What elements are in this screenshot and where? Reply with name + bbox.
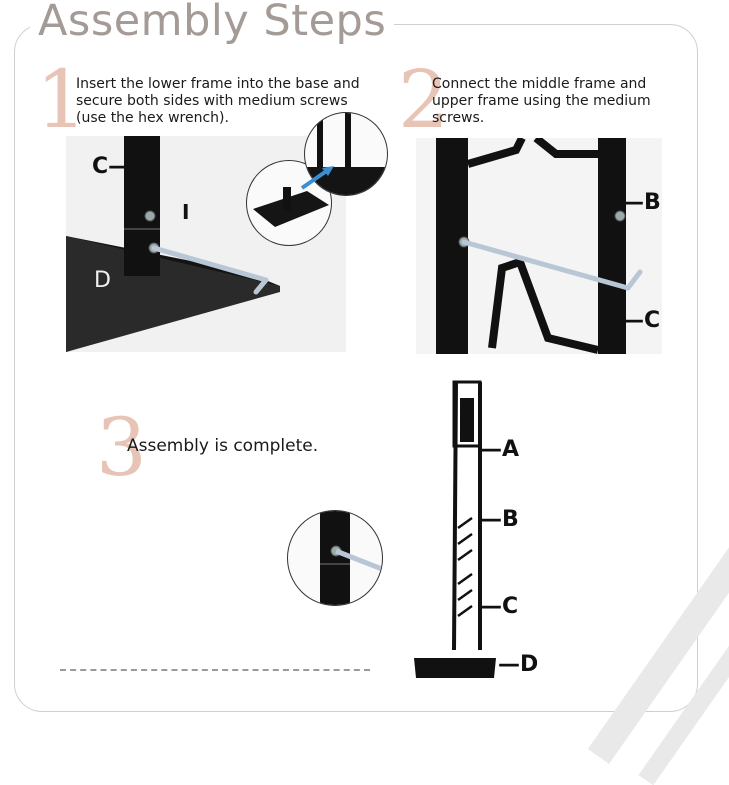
stand-label-a: —A [480, 437, 520, 462]
page-title: Assembly Steps [30, 0, 395, 46]
step-1-base-detail [246, 160, 332, 246]
stand-label-c: —C [480, 594, 519, 619]
step-2-photo [416, 138, 662, 354]
arrow-icon [300, 166, 334, 190]
step-2-text: Connect the middle frame and upper frame… [432, 76, 651, 126]
step-1-frame-detail [304, 112, 388, 196]
step-1-number: 1 [36, 53, 87, 146]
step-1-label-c: C— [92, 154, 131, 179]
step-2-number: 2 [398, 53, 449, 146]
step-3-number: 3 [96, 401, 147, 494]
step-1-label-d: D [94, 268, 111, 293]
screw-detail [287, 510, 383, 606]
step-2-label-c: —C [622, 308, 661, 333]
stand-label-d: —D [498, 652, 539, 677]
assembled-stand [414, 380, 496, 678]
stand-label-b: —B [480, 507, 519, 532]
dashed-divider [60, 669, 370, 671]
step-1-text: Insert the lower frame into the base and… [76, 76, 360, 126]
step-3-text: Assembly is complete. [127, 436, 319, 456]
step-2-label-b: —B [622, 190, 661, 215]
step-1-label-i: I [182, 200, 190, 224]
